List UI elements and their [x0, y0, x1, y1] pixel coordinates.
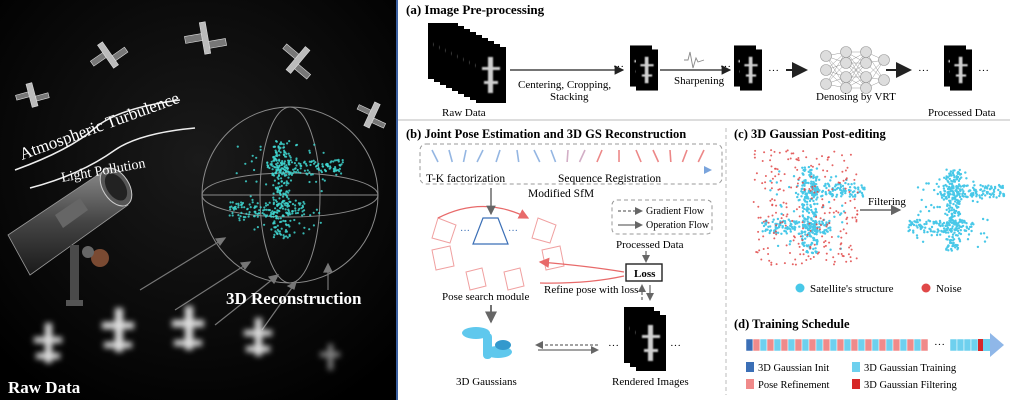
left-scene-illustration: Atmospheric Turbulence Light Pollution 3… [0, 0, 398, 400]
pose-search-label: Pose search module [442, 291, 529, 303]
sharpening-signal-icon [684, 52, 704, 68]
processed-data-label-b: Processed Data [616, 239, 684, 251]
panel-c-title: (c) 3D Gaussian Post-editing [734, 127, 886, 141]
gradient-flow-label: Gradient Flow [646, 206, 705, 217]
panel-a-title: (a) Image Pre-processing [406, 2, 545, 17]
legend-refinement-label: Pose Refinement [758, 380, 830, 391]
step-stacking-label: Stacking [550, 91, 589, 103]
rendered-images-stack [624, 307, 666, 371]
loss-label: Loss [634, 268, 656, 280]
ellipsis: ··· [978, 65, 989, 77]
legend-swatch-init [746, 362, 754, 372]
vrt-label: Denosing by VRT [816, 91, 896, 103]
structure-legend-dot [796, 284, 805, 293]
refine-pose-label: Refine pose with loss [544, 284, 638, 296]
raw-data-caption: Raw Data [442, 107, 486, 119]
legend-swatch-training [852, 362, 860, 372]
tk-factorization-label: T-K factorization [426, 173, 505, 185]
sharpening-label: Sharpening [674, 75, 725, 87]
ellipsis: ··· [460, 226, 470, 237]
raw-data-label: Raw Data [8, 378, 81, 397]
legend-swatch-refinement [746, 379, 754, 389]
left-scene-panel: Atmospheric Turbulence Light Pollution 3… [0, 0, 398, 400]
pipeline-diagram: (a) Image Pre-processing Raw Data Center… [398, 0, 1010, 400]
schedule-ellipsis: ··· [934, 339, 945, 351]
operation-flow-label: Operation Flow [646, 220, 710, 231]
panel-b-title: (b) Joint Pose Estimation and 3D GS Reco… [406, 127, 686, 141]
camera-sequence-icons [432, 150, 704, 162]
legend-filtering-label: 3D Gaussian Filtering [864, 380, 957, 391]
legend-init-label: 3D Gaussian Init [758, 363, 829, 374]
ellipsis: ··· [613, 61, 624, 73]
ellipsis: ··· [670, 340, 681, 352]
raw-data-stack [428, 23, 506, 103]
step-centering-label: Centering, Cropping, [518, 79, 611, 91]
processed-data-caption: Processed Data [928, 107, 996, 119]
reconstruction-label: 3D Reconstruction [226, 289, 362, 308]
ellipsis: ··· [768, 65, 779, 77]
sequence-registration-label: Sequence Registration [558, 173, 661, 185]
camera-frustum-icon: ··· ··· [460, 218, 518, 244]
legend-training-label: 3D Gaussian Training [864, 363, 957, 374]
schedule-legend: 3D Gaussian Init 3D Gaussian Training Po… [746, 362, 957, 391]
filtered-point-cloud [907, 169, 1005, 252]
ellipsis: ··· [720, 61, 731, 73]
noisy-point-cloud [753, 149, 866, 266]
structure-legend-label: Satellite's structure [810, 283, 894, 295]
panel-d-title: (d) Training Schedule [734, 317, 850, 331]
vrt-network-icon [821, 47, 890, 94]
filtering-label: Filtering [868, 196, 906, 208]
legend-swatch-filtering [852, 379, 860, 389]
ellipsis: ··· [608, 340, 619, 352]
noise-legend-label: Noise [936, 283, 962, 295]
gaussians-label: 3D Gaussians [456, 376, 517, 388]
schedule-bar [746, 333, 1004, 357]
ellipsis: ··· [508, 226, 518, 237]
ellipsis: ··· [918, 65, 929, 77]
noise-legend-dot [922, 284, 931, 293]
gaussians-icon [462, 327, 512, 359]
sfm-label: Modified SfM [528, 188, 594, 200]
rendered-images-label: Rendered Images [612, 376, 689, 388]
